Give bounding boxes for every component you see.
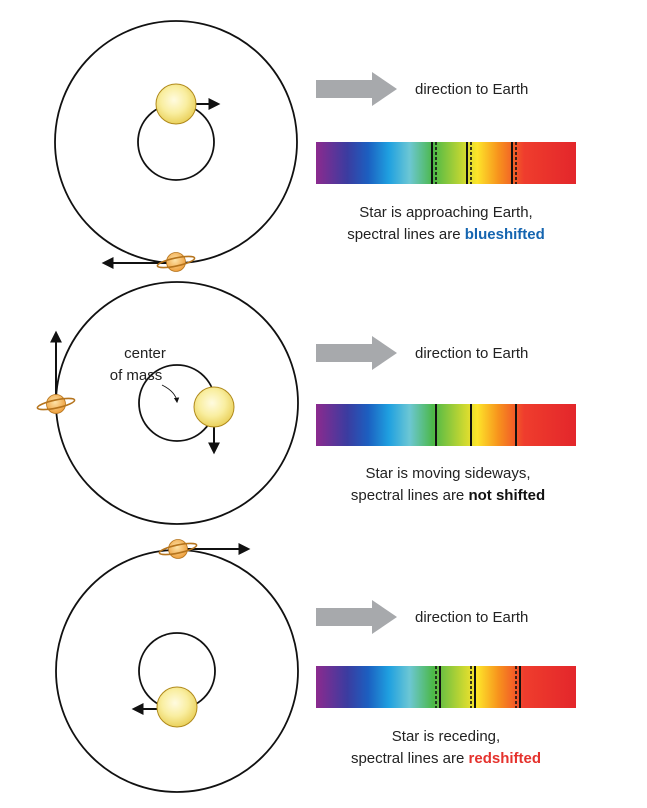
center-of-mass-pointer (161, 384, 180, 404)
planet-orbit (54, 20, 298, 264)
star-icon (193, 386, 235, 428)
planet-icon (36, 394, 76, 414)
caption-line-1: Star is approaching Earth, (359, 204, 532, 221)
shift-emphasis: redshifted (469, 750, 542, 767)
center-of-mass-label: center (124, 345, 166, 362)
caption-line-2: spectral lines are redshifted (351, 750, 541, 767)
panel-receding: direction to Earth Star is receding, spe… (55, 539, 576, 793)
star-icon (156, 686, 198, 728)
panel-sideways: center of mass direction to Earth Star i… (36, 281, 576, 525)
star-icon (155, 83, 197, 125)
spectrum-bar (316, 404, 576, 446)
shift-emphasis: blueshifted (465, 226, 545, 243)
shift-emphasis: not shifted (468, 487, 545, 504)
panel-approaching: direction to Earth Star is approaching E… (54, 20, 576, 272)
direction-label: direction to Earth (415, 81, 528, 98)
caption-line-1: Star is receding, (392, 728, 500, 745)
direction-arrow (316, 600, 397, 634)
planet-orbit (55, 281, 299, 525)
center-of-mass-label: of mass (110, 367, 163, 384)
planet-icon (156, 252, 196, 272)
planet-orbit (55, 549, 299, 793)
direction-label: direction to Earth (415, 609, 528, 626)
direction-label: direction to Earth (415, 345, 528, 362)
caption-line-1: Star is moving sideways, (365, 465, 530, 482)
planet-icon (158, 539, 198, 559)
direction-arrow (316, 72, 397, 106)
spectrum-bar (316, 142, 576, 184)
spectrum-bar (316, 666, 576, 708)
caption-line-2: spectral lines are blueshifted (347, 226, 545, 243)
caption-line-2: spectral lines are not shifted (351, 487, 545, 504)
direction-arrow (316, 336, 397, 370)
